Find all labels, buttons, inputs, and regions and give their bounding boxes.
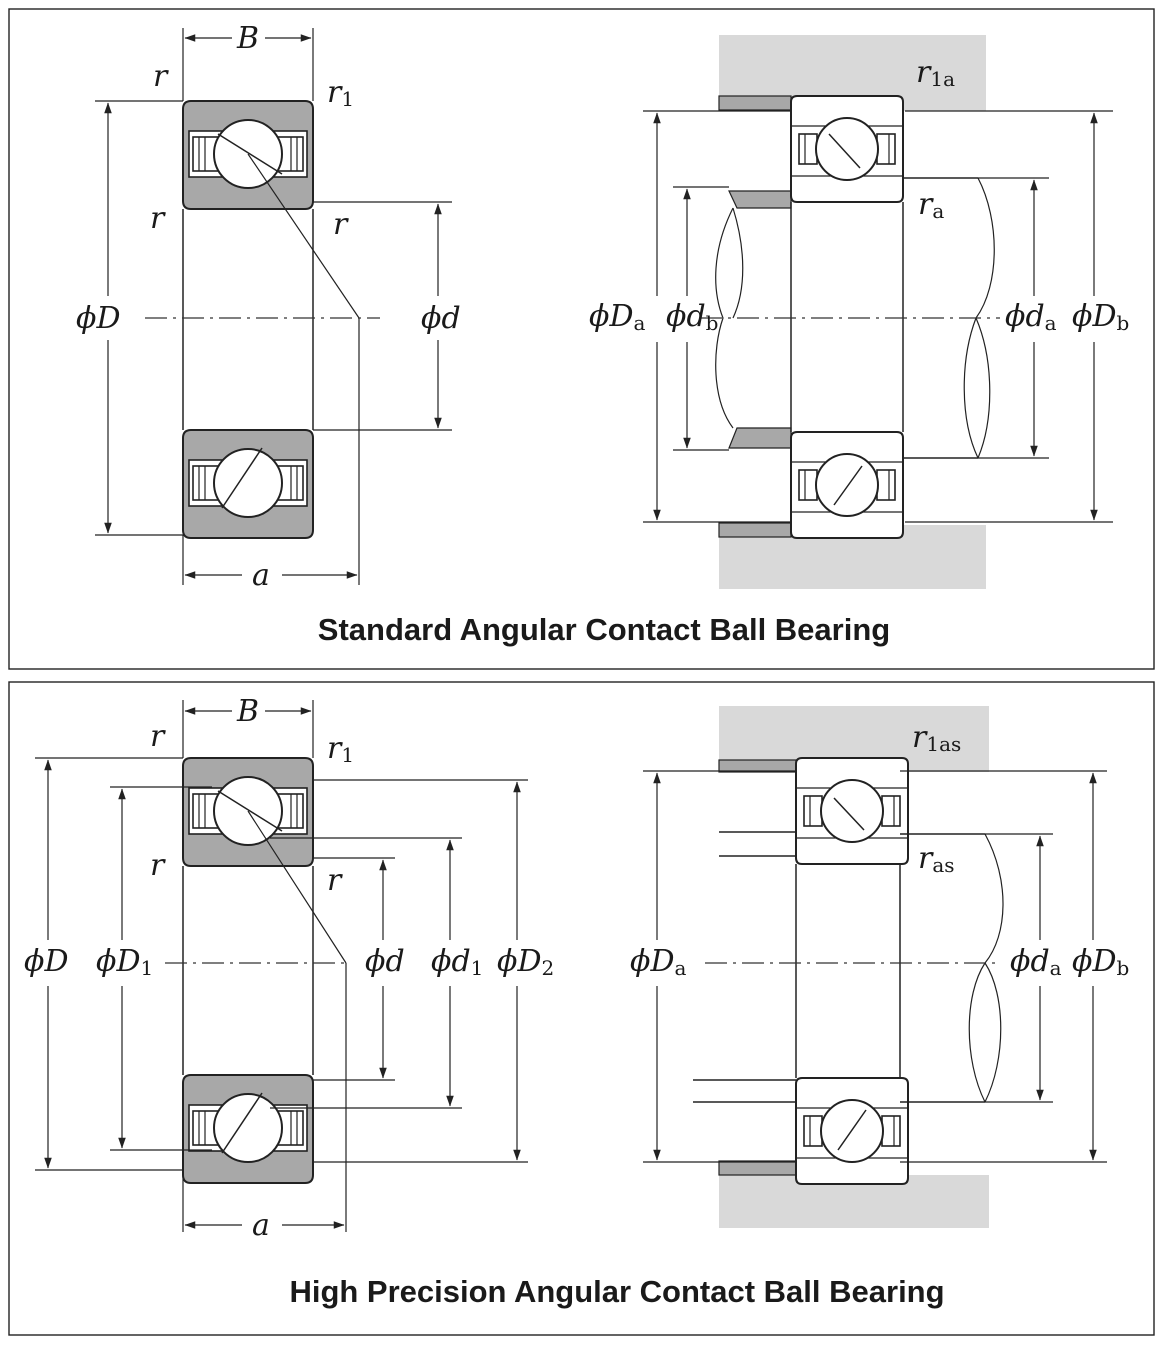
label-r-mid-left: r	[150, 201, 166, 236]
label-ra: ra	[918, 187, 944, 223]
lower-bearing-section	[182, 1074, 314, 1184]
panel-high-precision-title: High Precision Angular Contact Ball Bear…	[289, 1274, 944, 1309]
label-db: ϕdb	[666, 299, 718, 335]
label-r1: r1	[327, 731, 354, 767]
label-r1as: r1as	[912, 720, 961, 756]
lower-bearing-section	[182, 429, 314, 539]
label-r1a: r1a	[916, 55, 955, 91]
label-d: ϕd	[365, 944, 405, 979]
upper-bearing-section	[790, 95, 904, 203]
standard-mounting-diagram: r1a ra ϕDa ϕdb ϕda ϕDb	[589, 35, 1129, 589]
high-precision-bearing-section-diagram: B r r1 r r ϕD ϕD1 ϕd ϕd1 ϕD2	[24, 694, 554, 1243]
label-da: ϕda	[1010, 944, 1062, 980]
label-d1: ϕd1	[431, 944, 483, 980]
label-d: ϕd	[421, 301, 461, 336]
upper-bearing-section	[795, 757, 909, 865]
panel-standard-frame	[8, 8, 1155, 670]
label-r-mid-right: r	[327, 863, 343, 898]
panel-high-precision-frame	[8, 681, 1155, 1336]
label-Da: ϕDa	[589, 299, 646, 335]
label-r1: r1	[327, 75, 354, 111]
label-B: B	[236, 21, 259, 56]
panel-standard-title: Standard Angular Contact Ball Bearing	[318, 612, 890, 647]
standard-bearing-section-diagram: B r r1 r r ϕD ϕd a	[76, 21, 461, 593]
label-B: B	[236, 694, 259, 729]
label-D2: ϕD2	[497, 944, 554, 980]
label-r-top-left: r	[153, 59, 169, 94]
contact-angle-line	[247, 153, 360, 319]
label-ras: ras	[918, 841, 955, 877]
lower-bearing-section	[790, 431, 904, 539]
label-D: ϕD	[24, 944, 69, 979]
label-D1: ϕD1	[96, 944, 153, 980]
label-r-top-left: r	[150, 719, 166, 754]
high-precision-mounting-diagram: r1as ras ϕDa ϕda ϕDb	[630, 706, 1129, 1228]
label-D: ϕD	[76, 301, 121, 336]
label-da: ϕda	[1005, 299, 1057, 335]
ball-contact-mark	[217, 133, 283, 175]
label-r-mid-right: r	[333, 207, 349, 242]
label-a: a	[252, 1208, 270, 1243]
label-Db: ϕDb	[1072, 299, 1129, 335]
label-r-mid-left: r	[150, 848, 166, 883]
label-Da: ϕDa	[630, 944, 687, 980]
label-Db: ϕDb	[1072, 944, 1129, 980]
label-a: a	[252, 558, 270, 593]
